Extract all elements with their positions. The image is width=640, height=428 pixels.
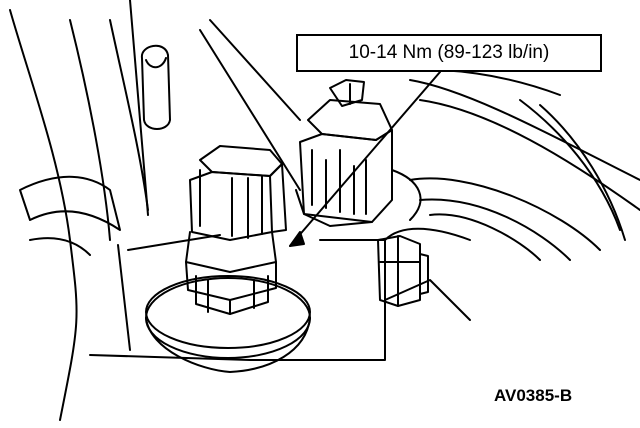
mounting-bolt: [378, 236, 428, 306]
engine-block-outline: [10, 0, 470, 420]
torque-callout: 10-14 Nm (89-123 lb/in): [296, 34, 602, 72]
stud-post: [142, 46, 170, 129]
switch-connector-body: [186, 146, 286, 272]
torque-spec-label: 10-14 Nm (89-123 lb/in): [348, 42, 550, 63]
base-flange: [146, 276, 310, 372]
switch-hex-body: [186, 262, 276, 314]
figure-id-label: AV0385-B: [494, 386, 573, 405]
mating-connector: [296, 80, 420, 226]
leader-arrow: [290, 72, 440, 246]
